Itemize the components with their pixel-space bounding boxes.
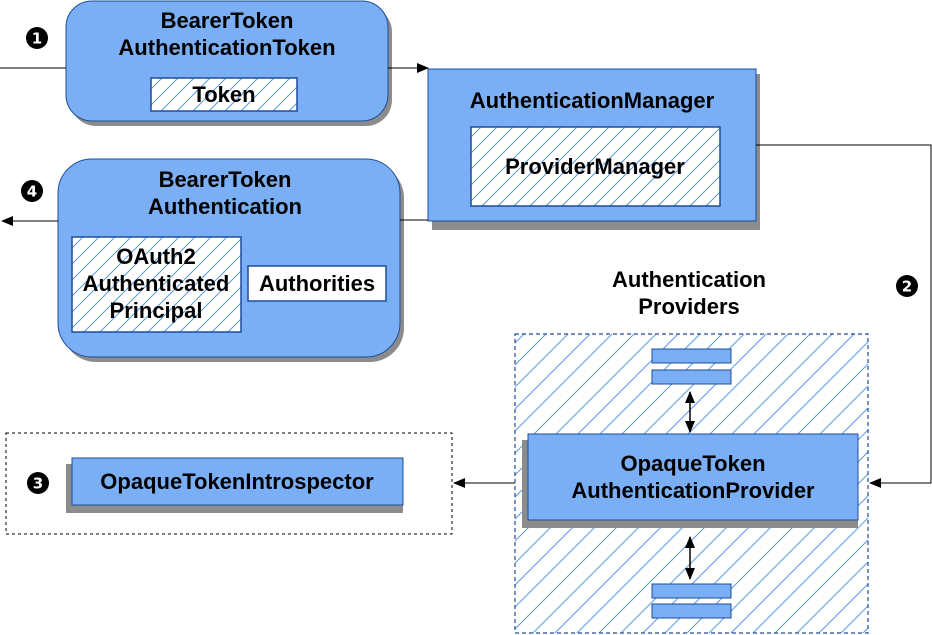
step-3-marker: 3 xyxy=(27,472,49,494)
provider-stack-top-2 xyxy=(651,369,732,385)
opaque-token-introspector-label: OpaqueTokenIntrospector xyxy=(100,469,374,494)
svg-text:4: 4 xyxy=(27,183,37,201)
provider-stack-bottom-2 xyxy=(651,603,732,619)
opaque-token-authentication-provider-box: OpaqueToken AuthenticationProvider xyxy=(522,433,859,528)
authentication-manager-title: AuthenticationManager xyxy=(470,88,715,113)
bearer-token-authentication-token-box: BearerToken AuthenticationToken Token xyxy=(65,0,392,126)
provider-manager-label: ProviderManager xyxy=(505,154,685,179)
svg-text:1: 1 xyxy=(32,30,42,48)
opaque-token-provider-line-2: AuthenticationProvider xyxy=(571,478,815,503)
authentication-providers-label-1: Authentication xyxy=(612,267,766,292)
bearer-token-auth-token-title-1: BearerToken xyxy=(161,8,294,33)
token-label: Token xyxy=(192,82,255,107)
authentication-manager-box: AuthenticationManager ProviderManager xyxy=(427,68,760,230)
oauth2-principal-box xyxy=(71,236,242,333)
bearer-token-authentication-title-2: Authentication xyxy=(148,194,302,219)
opaque-token-provider-line-1: OpaqueToken xyxy=(620,451,765,476)
step-4-marker: 4 xyxy=(21,180,43,202)
bearer-token-auth-token-title-2: AuthenticationToken xyxy=(118,35,335,60)
svg-text:3: 3 xyxy=(33,475,43,493)
principal-line-3: Principal xyxy=(110,298,203,323)
manager-to-provider-arrow xyxy=(756,144,932,488)
provider-stack-top-1 xyxy=(651,348,732,364)
svg-text:2: 2 xyxy=(902,278,912,296)
authorities-box xyxy=(247,265,387,302)
authentication-providers-label-2: Providers xyxy=(638,294,740,319)
principal-line-2: Authenticated xyxy=(83,271,230,296)
opaque-token-introspector-box xyxy=(71,457,404,506)
step-1-marker: 1 xyxy=(26,27,48,49)
bearer-token-authentication-box: BearerToken Authentication OAuth2 Authen… xyxy=(57,158,404,362)
provider-manager-box xyxy=(470,126,721,207)
authorities-label: Authorities xyxy=(259,271,375,296)
step-2-marker: 2 xyxy=(896,275,918,297)
bearer-token-authentication-title-1: BearerToken xyxy=(159,167,292,192)
introspector-container: OpaqueTokenIntrospector xyxy=(5,432,453,535)
principal-line-1: OAuth2 xyxy=(116,244,195,269)
token-box xyxy=(150,77,298,112)
provider-stack-bottom-1 xyxy=(651,583,732,599)
